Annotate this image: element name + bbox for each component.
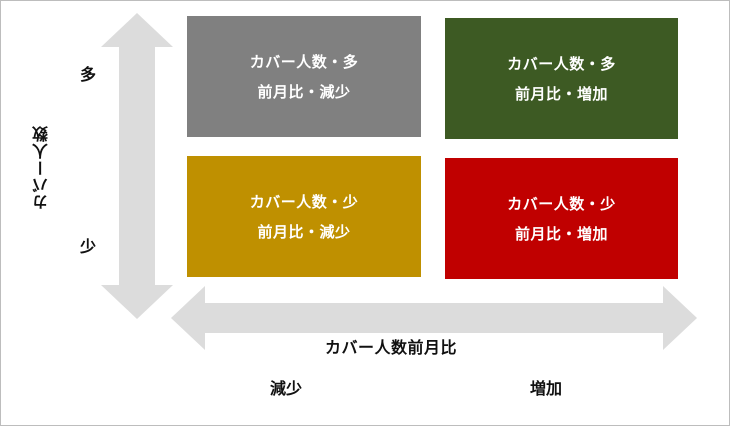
horizontal-axis-arrow: [171, 286, 697, 350]
quadrant-top-left-line2: 前月比・減少: [257, 82, 351, 101]
quadrant-top-left: カバー人数・多 前月比・減少: [187, 16, 421, 137]
quadrant-bottom-left-line2: 前月比・減少: [257, 222, 351, 241]
quadrant-bottom-left: カバー人数・少 前月比・減少: [187, 156, 421, 277]
x-axis-title: カバー人数前月比: [324, 338, 457, 357]
vertical-axis-arrow: [101, 13, 173, 319]
quadrant-top-right-line1: カバー人数・多: [507, 54, 616, 73]
quadrant-top-right-line2: 前月比・増加: [514, 84, 608, 103]
x-axis-right-label: 増加: [529, 379, 562, 398]
x-axis-left-label: 減少: [269, 379, 302, 398]
y-axis-top-label: 多: [79, 65, 96, 84]
quadrant-bottom-left-line1: カバー人数・少: [249, 192, 359, 211]
quadrant-top-left-line1: カバー人数・多: [249, 52, 359, 71]
quadrant-bottom-right-line1: カバー人数・少: [507, 194, 616, 213]
quadrant-bottom-right-line2: 前月比・増加: [514, 224, 608, 243]
quadrant-bottom-right: カバー人数・少 前月比・増加: [445, 158, 678, 279]
y-axis-bottom-label: 少: [79, 237, 96, 256]
y-axis-title: カバー人数: [32, 125, 51, 211]
quadrant-top-right: カバー人数・多 前月比・増加: [445, 18, 678, 139]
